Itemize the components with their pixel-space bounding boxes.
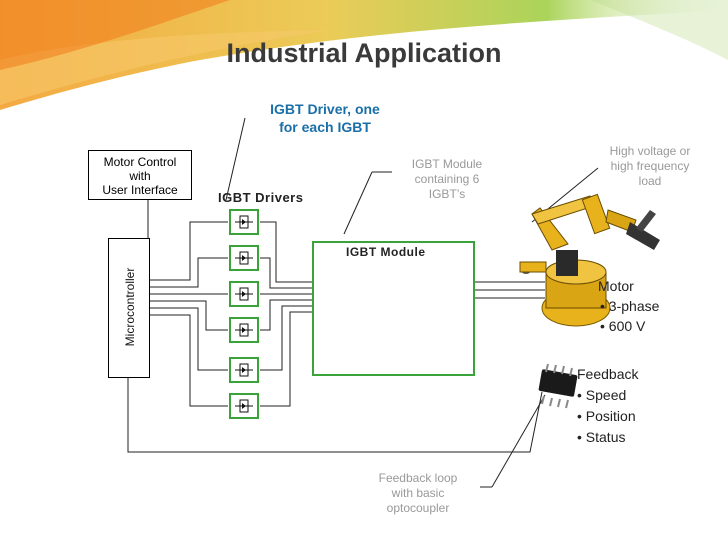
igbt-driver-icon: [229, 281, 259, 307]
motor-control-line3: User Interface: [102, 183, 178, 197]
igbt-driver-icon: [229, 317, 259, 343]
motor-control-box: Motor Control with User Interface: [88, 150, 192, 200]
igbt-module-box: [312, 241, 475, 376]
slide-title: Industrial Application: [226, 38, 502, 68]
feedback-loop-callout: Feedback loop with basic optocoupler: [360, 471, 476, 516]
feedback-item: Status: [577, 427, 638, 448]
feedback-list: Feedback Speed Position Status: [577, 364, 638, 448]
motor-item: 3-phase: [598, 296, 660, 316]
igbt-module-callout-line2: containing 6: [414, 172, 480, 186]
driver-to-module-wires: [260, 221, 312, 407]
motor-control-line2: with: [129, 169, 151, 183]
high-voltage-callout-line2: high frequency: [610, 159, 690, 173]
micro-to-driver-wires: [150, 221, 228, 407]
igbt-driver-icon: [229, 357, 259, 383]
feedback-item: Speed: [577, 385, 638, 406]
igbt-driver-callout: IGBT Driver, one for each IGBT: [250, 100, 400, 136]
motor-item: 600 V: [598, 316, 659, 336]
igbt-drivers-label: IGBT Drivers: [218, 190, 304, 205]
high-voltage-callout-line3: load: [638, 174, 662, 188]
igbt-module-callout-line1: IGBT Module: [411, 157, 483, 171]
robot-arm-icon: [519, 193, 660, 327]
igbt-module-label: IGBT Module: [346, 245, 426, 259]
igbt-driver-icon: [229, 209, 259, 235]
feedback-loop-callout-line3: optocoupler: [386, 501, 450, 515]
module-to-motor-wires: [475, 281, 545, 299]
motor-heading: Motor: [598, 278, 634, 294]
feedback-leader-line: [491, 394, 546, 488]
high-voltage-callout-line1: High voltage or: [609, 144, 691, 158]
feedback-item: Position: [577, 406, 638, 427]
microcontroller-label: Microcontroller: [123, 267, 137, 347]
feedback-loop-callout-line1: Feedback loop: [378, 471, 458, 485]
motor-list: Motor 3-phase 600 V: [598, 276, 659, 336]
igbt-driver-leader-line: [225, 117, 246, 201]
igbt-module-callout: IGBT Module containing 6 IGBT’s: [392, 157, 502, 202]
feedback-heading: Feedback: [577, 366, 639, 382]
feedback-loop-callout-line2: with basic: [391, 486, 445, 500]
igbt-driver-icon: [229, 393, 259, 419]
igbt-driver-callout-line1: IGBT Driver, one: [270, 101, 380, 117]
optocoupler-chip-icon: [538, 363, 578, 409]
motor-control-line1: Motor Control: [103, 155, 177, 169]
igbt-driver-icon: [229, 245, 259, 271]
igbt-driver-callout-line2: for each IGBT: [279, 119, 371, 135]
igbt-module-leader-line: [343, 171, 373, 235]
microcontroller-box: [108, 238, 150, 378]
high-voltage-callout: High voltage or high frequency load: [592, 144, 708, 189]
feedback-loop-wire: [127, 378, 543, 453]
igbt-module-callout-line3: IGBT’s: [428, 187, 466, 201]
